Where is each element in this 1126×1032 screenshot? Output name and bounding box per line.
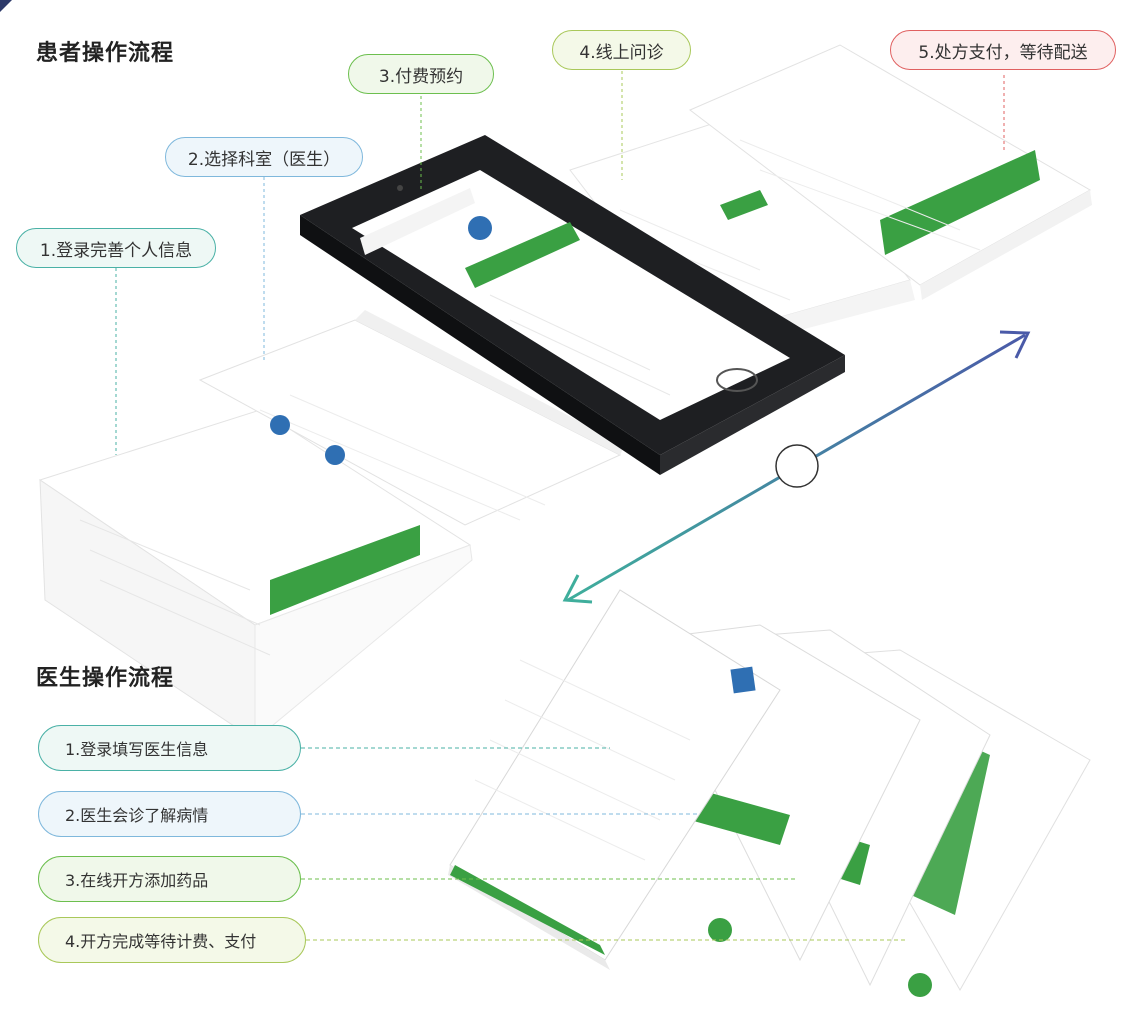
corner-decoration xyxy=(0,0,12,12)
patient-step-3: 3.付费预约 xyxy=(348,54,494,94)
doctor-step-1: 1.登录填写医生信息 xyxy=(38,725,301,771)
patient-step-1: 1.登录完善个人信息 xyxy=(16,228,216,268)
doctor-connectors xyxy=(301,747,905,941)
patient-screen-1 xyxy=(38,409,473,742)
patient-step-4: 4.线上问诊 xyxy=(552,30,691,70)
doctor-flow-title: 医生操作流程 xyxy=(36,666,175,691)
patient-flow-title: 患者操作流程 xyxy=(36,41,175,66)
patient-step-5: 5.处方支付，等待配送 xyxy=(890,30,1116,70)
phone-mockup xyxy=(300,135,845,475)
doctor-step-4: 4.开方完成等待计费、支付 xyxy=(38,917,306,963)
patient-step-2: 2.选择科室（医生） xyxy=(165,137,363,177)
patient-screen-2 xyxy=(198,310,625,526)
patient-connectors xyxy=(115,71,1005,455)
doctor-screens xyxy=(448,589,1091,997)
patient-screen-5 xyxy=(689,44,1092,300)
flow-arrow xyxy=(562,330,1031,604)
doctor-step-3: 3.在线开方添加药品 xyxy=(38,856,301,902)
doctor-step-2: 2.医生会诊了解病情 xyxy=(38,791,301,837)
